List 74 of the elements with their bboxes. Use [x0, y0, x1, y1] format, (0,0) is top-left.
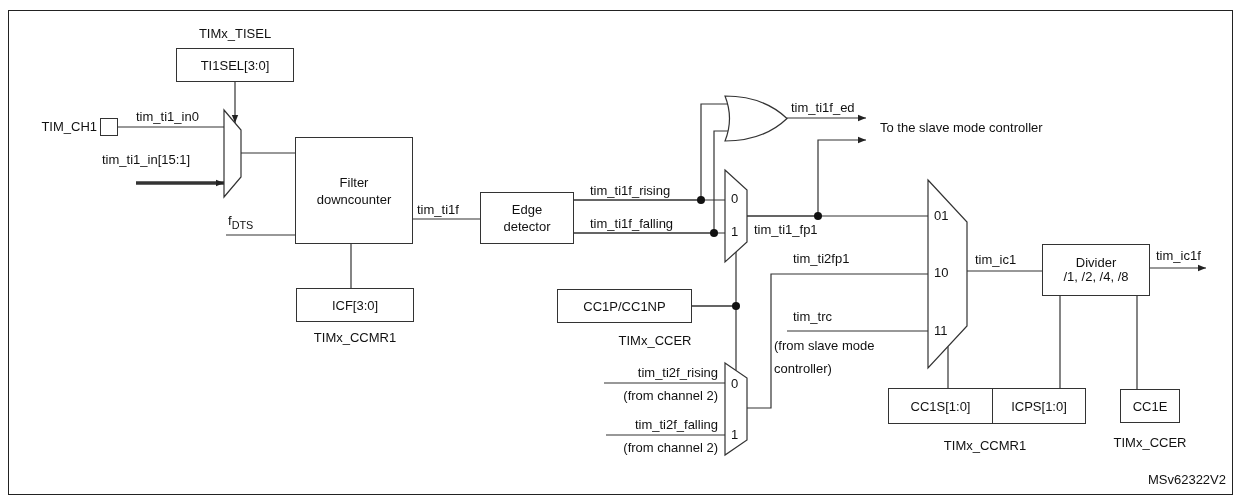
box-text: Edge detector: [502, 201, 552, 235]
mux-input-number: 1: [731, 428, 739, 442]
mux-input-number: 10: [934, 266, 949, 280]
box-text: CC1P/CC1NP: [582, 297, 667, 315]
box-text: Filter downcounter: [315, 173, 393, 208]
box-text: /1, /2, /4, /8: [1062, 270, 1130, 284]
pin-pad: [100, 118, 118, 136]
signal-label: tim_trc: [793, 309, 832, 325]
connector: [225, 234, 296, 236]
signal-label: tim_ti1f: [417, 202, 459, 218]
register-name: TIMx_TISEL: [198, 26, 272, 42]
signal-label: f$_{DTS}$: [228, 213, 254, 233]
arrow: [231, 81, 239, 124]
register-box: [888, 388, 993, 424]
register-box: [557, 289, 692, 323]
or-gate: [725, 96, 787, 141]
connector: [1136, 295, 1138, 390]
mux-input-number: 01: [934, 209, 949, 223]
mux-input-number: 1: [731, 225, 739, 239]
box-text: ICF[3:0]: [330, 296, 380, 314]
signal-label: tim_ic1: [975, 252, 1017, 268]
connector: [412, 218, 481, 220]
signal-label: tim_ti2fp1: [793, 251, 850, 267]
signal-label: tim_ti1_in[15:1]: [102, 152, 191, 168]
signal-label: tim_ti1_in0: [136, 109, 199, 125]
arrow: [786, 114, 867, 122]
signal-label: tim_ic1f: [1156, 248, 1201, 264]
multiplexer: [725, 363, 747, 455]
register-name: TIMx_CCER: [618, 333, 692, 349]
register-box: [295, 137, 413, 244]
signal-label: tim_ti2f_rising: [637, 365, 718, 381]
mux-input-number: 0: [731, 192, 739, 206]
connector: [573, 130, 729, 234]
box-text: Divider: [1074, 256, 1118, 270]
box-text: CC1S[1:0]: [909, 397, 972, 415]
signal-label: tim_ti1f_rising: [590, 183, 671, 199]
register-box: [480, 192, 574, 244]
box-text: CC1E: [1131, 397, 1169, 415]
connector: [605, 434, 726, 436]
connector: [691, 305, 737, 372]
multiplexer: [928, 180, 967, 368]
note-text: MSv62322V2: [1147, 472, 1226, 488]
connector: [117, 126, 225, 128]
mux-input-number: 11: [934, 324, 948, 338]
box-text: ICPS[1:0]: [1010, 397, 1068, 415]
signal-label: To the slave mode controller: [880, 120, 1043, 136]
connector: [1059, 295, 1061, 389]
note-text: (from channel 2): [623, 440, 718, 456]
connector: [350, 243, 352, 289]
signal-label: tim_ti1f_falling: [590, 216, 674, 232]
multiplexer: [725, 170, 747, 262]
mux-input-number: 0: [731, 377, 739, 391]
connector: [947, 345, 949, 389]
signal-label: tim_ti1_fp1: [754, 222, 818, 238]
connector: [603, 382, 726, 384]
note-text: (from slave mode controller): [774, 337, 876, 378]
note-text: TIMx_CCMR1: [943, 438, 1027, 454]
register-box: [296, 288, 414, 322]
register-box: [992, 388, 1086, 424]
register-box: [1120, 389, 1180, 423]
signal-label: tim_ti1f_ed: [791, 100, 855, 116]
bus-arrow: [136, 179, 224, 187]
register-name: TIMx_CCER: [1113, 435, 1187, 451]
signal-label: tim_ti2f_falling: [634, 417, 718, 433]
register-box: [176, 48, 294, 82]
arrow: [1149, 264, 1207, 272]
box-text: TI1SEL[3:0]: [199, 56, 271, 74]
connector: [573, 103, 729, 201]
register-box: [1042, 244, 1150, 296]
note-text: (from channel 2): [623, 388, 718, 404]
connector: [786, 330, 929, 332]
multiplexer: [224, 110, 241, 197]
register-name: TIM_CH1: [41, 119, 97, 135]
register-name: TIMx_CCMR1: [313, 330, 397, 346]
